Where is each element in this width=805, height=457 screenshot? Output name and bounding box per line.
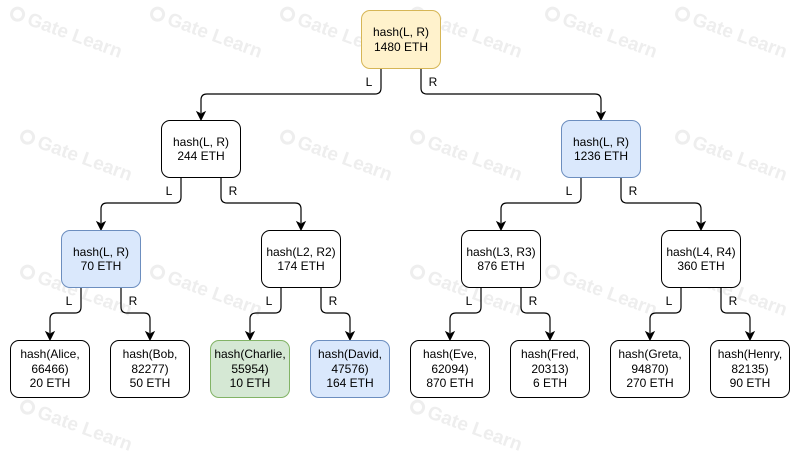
node-text-line: 244 ETH (177, 149, 225, 163)
tree-node-charlie: hash(Charlie,55954)10 ETH (210, 340, 290, 398)
node-text-line: hash(Eve, (422, 347, 478, 362)
tree-node-root: hash(L, R)1480 ETH (361, 10, 441, 69)
edge-label-left: L (166, 184, 173, 198)
tree-node-l2b: hash(L2, R2)174 ETH (261, 230, 341, 288)
edge-label-left: L (466, 294, 473, 308)
arrowhead (544, 330, 556, 342)
watermark-text: Gate Learn (424, 402, 525, 456)
watermark-text: Gate Learn (34, 402, 135, 456)
edge-label-right: R (329, 294, 338, 308)
node-text-line: hash(Greta, (618, 347, 682, 362)
node-text-line: hash(L, R) (72, 244, 130, 259)
tree-node-bob: hash(Bob,82277)50 ETH (110, 340, 190, 398)
tree-node-david: hash(David,47576)164 ETH (310, 340, 390, 398)
edge-label-left: L (66, 294, 73, 308)
edge-label-left: L (366, 75, 373, 89)
edge-label-right: R (529, 294, 538, 308)
node-text-line: hash(Bob, (122, 347, 178, 362)
arrowhead (144, 330, 156, 342)
node-text-line: 62094) (431, 361, 469, 376)
arrowhead (195, 110, 207, 122)
edge-label-right: R (629, 184, 638, 198)
node-text-line: 6 ETH (532, 376, 567, 391)
node-text-line: 70 ETH (80, 259, 122, 273)
node-text-line: hash(David, (317, 347, 383, 362)
arrowhead (244, 330, 256, 342)
edge-l1b-to-l2c (500, 178, 582, 223)
node-text-line: 90 ETH (729, 376, 771, 391)
edge-label-left: L (666, 294, 673, 308)
node-text-line: 82277) (131, 361, 169, 376)
arrowhead (95, 220, 107, 232)
node-text-line: hash(Fred, (520, 347, 580, 362)
edge-label-right: R (129, 294, 138, 308)
node-text-line: 164 ETH (326, 376, 374, 391)
node-text-line: 55954) (231, 361, 269, 376)
arrowhead (444, 330, 456, 342)
node-text-line: hash(L, R) (572, 134, 630, 149)
node-text-line: 1480 ETH (373, 39, 429, 54)
node-text-line: 10 ETH (229, 376, 271, 391)
edge-root-to-l1b (420, 69, 602, 113)
edge-l2c-to-fred (520, 288, 551, 333)
node-text-line: hash(L, R) (372, 25, 430, 39)
tree-node-l2c: hash(L3, R3)876 ETH (461, 230, 541, 288)
edge-root-to-l1a (200, 69, 382, 113)
arrowhead (744, 330, 756, 342)
node-text-line: 50 ETH (129, 376, 171, 391)
edge-l1b-to-l2d (620, 178, 702, 223)
edge-l1a-to-l2a (100, 178, 182, 223)
node-text-line: 270 ETH (626, 376, 674, 391)
edge-l2a-to-bob (120, 288, 151, 333)
edge-l2d-to-greta (649, 288, 682, 333)
node-text-line: 360 ETH (677, 259, 725, 273)
edge-l2a-to-alice (49, 288, 82, 333)
tree-node-fred: hash(Fred,20313)6 ETH (510, 340, 590, 398)
tree-edges: L R L R L R L R L R L R L R (44, 69, 756, 342)
node-text-line: 1236 ETH (573, 149, 629, 163)
edge-label-right: R (229, 184, 238, 198)
node-text-line: hash(L3, R3) (466, 244, 536, 259)
edge-label-right: R (429, 75, 438, 89)
arrowhead (644, 330, 656, 342)
edge-l1a-to-l2b (220, 178, 302, 223)
node-text-line: hash(L4, R4) (666, 244, 736, 259)
node-text-line: hash(L, R) (172, 134, 230, 149)
node-text-line: 66466) (31, 361, 69, 376)
node-text-line: hash(L2, R2) (266, 244, 336, 259)
edge-l2b-to-david (320, 288, 351, 333)
node-text-line: 20313) (531, 361, 569, 376)
tree-node-greta: hash(Greta,94870)270 ETH (610, 340, 690, 398)
node-text-line: hash(Charlie, (214, 347, 286, 362)
arrowhead (495, 220, 507, 232)
arrowhead (344, 330, 356, 342)
node-text-line: 82135) (731, 361, 769, 376)
tree-node-alice: hash(Alice,66466)20 ETH (10, 340, 90, 398)
edge-label-left: L (266, 294, 273, 308)
tree-node-l2d: hash(L4, R4)360 ETH (661, 230, 741, 288)
node-text-line: hash(Henry, (717, 347, 783, 362)
node-text-line: 94870) (631, 361, 669, 376)
tree-node-henry: hash(Henry,82135)90 ETH (710, 340, 790, 398)
tree-node-l2a: hash(L, R)70 ETH (61, 230, 141, 288)
node-text-line: 174 ETH (277, 259, 325, 273)
tree-node-l1a: hash(L, R)244 ETH (161, 120, 241, 178)
node-text-line: 876 ETH (477, 259, 525, 273)
node-text-line: hash(Alice, (20, 347, 80, 362)
arrowhead (595, 110, 607, 122)
edge-l2d-to-henry (720, 288, 751, 333)
edge-l2b-to-charlie (249, 288, 282, 333)
edge-l2c-to-eve (449, 288, 482, 333)
node-text-line: 47576) (331, 361, 369, 376)
tree-node-l1b: hash(L, R)1236 ETH (561, 120, 641, 178)
node-text-line: 870 ETH (426, 376, 474, 391)
arrowhead (44, 330, 56, 342)
tree-node-eve: hash(Eve,62094)870 ETH (410, 340, 490, 398)
node-text-line: 20 ETH (29, 376, 71, 391)
arrowhead (695, 220, 707, 232)
arrowhead (295, 220, 307, 232)
edge-label-left: L (566, 184, 573, 198)
edge-label-right: R (729, 294, 738, 308)
